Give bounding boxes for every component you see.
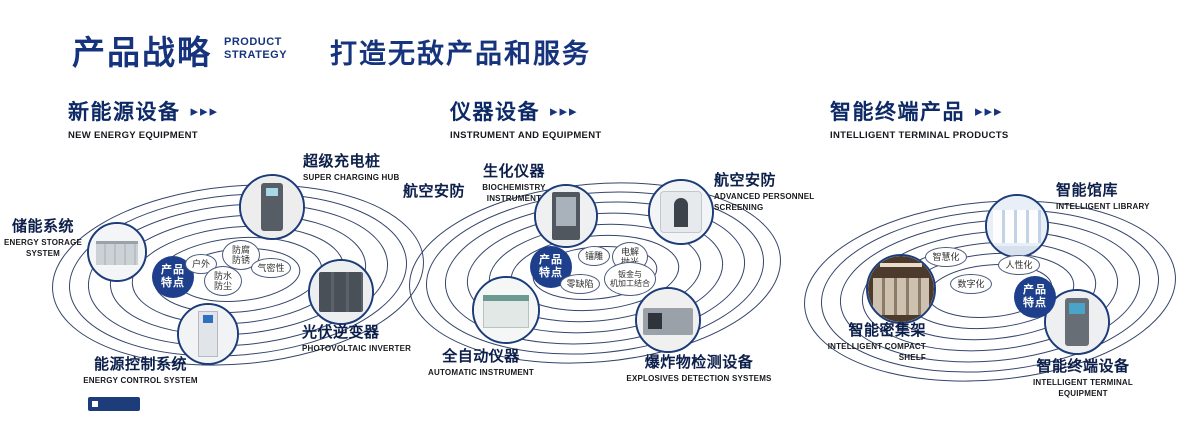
label-zh: 储能系统 [11, 218, 74, 235]
feature-bubble: 气密性 [251, 258, 291, 278]
feature-bubble: 数字化 [950, 274, 992, 294]
label-energy-storage: 储能系统 ENERGY STORAGE SYSTEM [0, 218, 86, 260]
explosives-detection-image [637, 289, 699, 351]
node-automatic-instrument [472, 276, 540, 344]
node-biochemistry-instrument [534, 184, 598, 248]
node-super-charging-hub [239, 174, 305, 240]
label-intelligent-library: 智能馆库 INTELLIGENT LIBRARY [1056, 182, 1171, 213]
feature-bubble: 人性化 [998, 255, 1040, 275]
automatic-instrument-image [474, 278, 538, 342]
label-en: AUTOMATIC INSTRUMENT [428, 368, 534, 377]
node-compact-shelf [866, 254, 936, 324]
label-personnel-screening: 航空安防 ADVANCED PERSONNEL SCREENING [714, 172, 829, 214]
page-title: 产品战略 [72, 34, 212, 71]
label-zh: 生化仪器 [482, 163, 545, 180]
label-super-charging-hub: 超级充电桩 SUPER CHARGING HUB [303, 153, 423, 184]
chevron-arrows-icon: ▸▸▸ [190, 103, 220, 120]
label-explosives-detection: 爆炸物检测设备 EXPLOSIVES DETECTION SYSTEMS [625, 354, 773, 385]
biochemistry-instrument-image [536, 186, 596, 246]
cluster-title-new-energy: 新能源设备 ▸▸▸ NEW ENERGY EQUIPMENT [68, 96, 219, 141]
product-features-center: 产品 特点 [530, 246, 572, 288]
energy-control-image [179, 305, 237, 363]
label-zh: 智能终端设备 [1036, 358, 1130, 375]
node-intelligent-library [985, 194, 1049, 258]
label-zh: 能源控制系统 [93, 356, 187, 373]
feature-bubble: 智慧化 [925, 247, 967, 267]
node-photovoltaic-inverter [308, 259, 374, 325]
label-en: INTELLIGENT TERMINAL EQUIPMENT [1033, 378, 1133, 398]
terminal-equipment-image [1046, 291, 1108, 353]
side-label-aviation-security: 航空安防 [403, 183, 466, 200]
label-energy-control: 能源控制系统 ENERGY CONTROL SYSTEM [83, 356, 198, 387]
compact-shelf-image [868, 256, 934, 322]
node-energy-storage [87, 222, 147, 282]
label-en: ENERGY STORAGE SYSTEM [3, 238, 83, 258]
cluster-title-instruments: 仪器设备 ▸▸▸ INSTRUMENT AND EQUIPMENT [450, 96, 601, 141]
label-en: INTELLIGENT COMPACT SHELF [827, 342, 926, 362]
energy-storage-image [89, 224, 145, 280]
label-en: PHOTOVOLTAIC INVERTER [302, 344, 412, 353]
feature-bubble: 零缺陷 [560, 274, 600, 294]
label-en: EXPLOSIVES DETECTION SYSTEMS [626, 374, 772, 383]
cluster-title-text: 新能源设备 [68, 101, 181, 124]
label-automatic-instrument: 全自动仪器 AUTOMATIC INSTRUMENT [425, 348, 537, 379]
label-zh: 航空安防 [714, 172, 777, 189]
label-en: ADVANCED PERSONNEL SCREENING [714, 192, 815, 212]
charging-hub-image [241, 176, 303, 238]
label-en: SUPER CHARGING HUB [303, 173, 400, 182]
node-explosives-detection [635, 287, 701, 353]
feature-bubble: 镭雕 [578, 246, 610, 266]
chevron-arrows-icon: ▸▸▸ [550, 103, 579, 120]
feature-bubble: 钣金与 机加工结合 [604, 262, 656, 296]
page-title-en: PRODUCT STRATEGY [224, 36, 288, 61]
cluster-title-en: INTELLIGENT TERMINAL PRODUCTS [830, 130, 1009, 141]
cluster-title-text: 智能终端产品 [830, 101, 965, 124]
label-zh: 光伏逆变器 [302, 324, 380, 341]
photovoltaic-inverter-image [310, 261, 372, 323]
chevron-arrows-icon: ▸▸▸ [975, 103, 1004, 120]
label-en: ENERGY CONTROL SYSTEM [83, 376, 198, 385]
cluster-title-en: INSTRUMENT AND EQUIPMENT [450, 130, 602, 141]
label-zh: 全自动仪器 [442, 348, 520, 365]
footer-logo [88, 397, 140, 411]
label-en: INTELLIGENT LIBRARY [1056, 202, 1150, 211]
cluster-title-text: 仪器设备 [450, 101, 540, 124]
personnel-screening-image [650, 181, 712, 243]
label-zh: 超级充电桩 [303, 153, 381, 170]
node-terminal-equipment [1044, 289, 1110, 355]
node-personnel-screening [648, 179, 714, 245]
label-biochemistry-instrument: 生化仪器 BIOCHEMISTRY INSTRUMENT [460, 163, 568, 205]
label-zh: 智能密集架 [848, 322, 926, 339]
label-terminal-equipment: 智能终端设备 INTELLIGENT TERMINAL EQUIPMENT [1008, 358, 1158, 400]
label-photovoltaic-inverter: 光伏逆变器 PHOTOVOLTAIC INVERTER [302, 324, 420, 355]
label-zh: 爆炸物检测设备 [644, 354, 754, 371]
page-tagline: 打造无敌产品和服务 [330, 39, 591, 69]
feature-bubble: 户外 [185, 254, 217, 274]
label-en: BIOCHEMISTRY INSTRUMENT [482, 183, 546, 203]
cluster-title-intelligent-terminals: 智能终端产品 ▸▸▸ INTELLIGENT TERMINAL PRODUCTS [830, 96, 1008, 141]
label-zh: 智能馆库 [1056, 182, 1119, 199]
cluster-title-en: NEW ENERGY EQUIPMENT [68, 130, 198, 141]
feature-bubble: 防水 防尘 [204, 266, 242, 296]
node-energy-control [177, 303, 239, 365]
label-compact-shelf: 智能密集架 INTELLIGENT COMPACT SHELF [820, 322, 926, 364]
intelligent-library-image [987, 196, 1047, 256]
product-features-center: 产品 特点 [1014, 276, 1056, 318]
